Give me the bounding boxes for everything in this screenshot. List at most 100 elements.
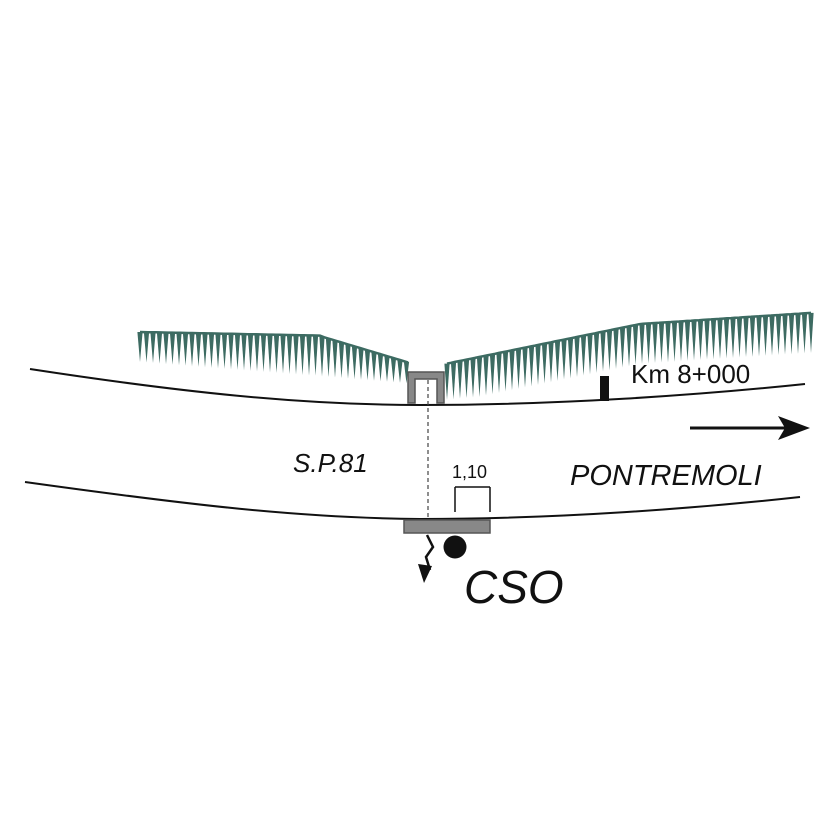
vegetation-tooth (717, 318, 723, 359)
vegetation-tooth (743, 317, 749, 358)
vegetation-tooth (535, 344, 541, 385)
vegetation-tooth (221, 333, 228, 369)
vegetation-tooth (645, 323, 652, 364)
direction-label: PONTREMOLI (570, 460, 762, 492)
vegetation-tooth (749, 316, 756, 357)
vegetation-tooth (189, 333, 195, 367)
vegetation-tooth (163, 332, 169, 365)
vegetation-tooth (782, 314, 788, 355)
vegetation-tooth (522, 347, 528, 388)
vegetation-tooth (574, 336, 580, 377)
vegetation-tooth (762, 315, 769, 356)
vegetation-tooth (176, 332, 182, 366)
vegetation-tooth (658, 322, 665, 363)
vegetation-tooth (319, 336, 325, 377)
vegetation-tooth (444, 363, 450, 400)
vegetation-tooth (351, 346, 358, 380)
vegetation-tooth (364, 350, 371, 381)
vegetation-tooth (403, 361, 410, 384)
vegetation-tooth (384, 356, 390, 382)
culvert-outlet-slab (403, 519, 491, 534)
vegetation-tooth (587, 334, 593, 375)
vegetation-tooth (202, 333, 208, 368)
vegetation-tooth (390, 358, 397, 383)
km-marker-label: Km 8+000 (631, 359, 750, 389)
vegetation-hatching (137, 311, 814, 400)
vegetation-tooth (606, 330, 613, 371)
vegetation-tooth (267, 334, 273, 373)
vegetation-tooth (215, 333, 221, 369)
vegetation-tooth (541, 343, 548, 384)
vegetation-tooth (228, 333, 234, 370)
vegetation-tooth (470, 358, 476, 398)
vegetation-tooth (795, 313, 801, 354)
road-edge-north (29, 368, 806, 407)
site-code-label: CSO (464, 561, 564, 613)
vegetation-tooth (671, 321, 678, 362)
vegetation-tooth (788, 314, 795, 355)
km-marker-post (600, 376, 609, 401)
vegetation-tooth (143, 332, 150, 363)
vegetation-tooth (548, 342, 554, 383)
arrow-right-icon (690, 416, 810, 440)
vegetation-tooth (208, 333, 215, 368)
vegetation-tooth (736, 317, 743, 358)
vegetation-tooth (723, 318, 730, 359)
vegetation-tooth (371, 352, 377, 381)
vegetation-tooth (273, 334, 280, 373)
vegetation-tooth (241, 334, 247, 371)
vegetation-tooth (515, 348, 522, 389)
vegetation-tooth (775, 315, 782, 355)
vegetation-tooth (247, 334, 254, 371)
vegetation-tooth (756, 316, 762, 357)
vegetation-tooth (801, 313, 808, 354)
vegetation-tooth (182, 332, 189, 366)
vegetation-tooth (463, 359, 470, 399)
vegetation-tooth (234, 333, 241, 370)
vegetation-tooth (312, 335, 319, 376)
vegetation-tooth (457, 360, 463, 399)
road-edge-south (24, 481, 801, 521)
vegetation-tooth (260, 334, 267, 372)
vegetation-tooth (345, 344, 351, 379)
vegetation-tooth (254, 334, 260, 372)
vegetation-tooth (626, 326, 632, 367)
vegetation-tooth (137, 332, 143, 362)
vegetation-tooth (332, 340, 338, 378)
vegetation-tooth (150, 332, 156, 363)
dimension-bracket (454, 486, 491, 512)
culvert-inlet-structure (407, 371, 445, 404)
vegetation-tooth (593, 332, 600, 373)
vegetation-tooth (286, 335, 293, 374)
vegetation-tooth (613, 328, 619, 369)
vegetation-tooth (678, 321, 684, 362)
vegetation-tooth (169, 332, 176, 365)
vegetation-tooth (697, 320, 704, 361)
vegetation-tooth (632, 324, 639, 365)
vegetation-tooth (496, 352, 502, 393)
road-name-label: S.P.81 (293, 448, 368, 478)
vegetation-tooth (730, 318, 736, 358)
filled-circle-icon (443, 535, 467, 559)
arrow-down-icon (418, 534, 435, 583)
vegetation-tooth (397, 360, 403, 383)
vegetation-tooth (808, 312, 814, 353)
vegetation-tooth (502, 351, 509, 392)
vegetation-tooth (280, 334, 286, 374)
vegetation-tooth (483, 355, 489, 396)
vegetation-tooth (489, 354, 496, 395)
vegetation-tooth (306, 335, 312, 376)
vegetation-tooth (704, 319, 710, 360)
vegetation-tooth (377, 354, 384, 382)
vegetation-tooth (358, 348, 364, 380)
vegetation-tooth (580, 335, 587, 376)
vegetation-tooth (293, 335, 299, 375)
vegetation-tooth (325, 338, 332, 378)
vegetation-tooth (450, 362, 457, 400)
vegetation-tooth (561, 339, 567, 380)
vegetation-tooth (338, 342, 345, 379)
vegetation-tooth (156, 332, 163, 364)
dimension-label: 1,10 (452, 462, 487, 482)
vegetation-tooth (476, 356, 483, 397)
